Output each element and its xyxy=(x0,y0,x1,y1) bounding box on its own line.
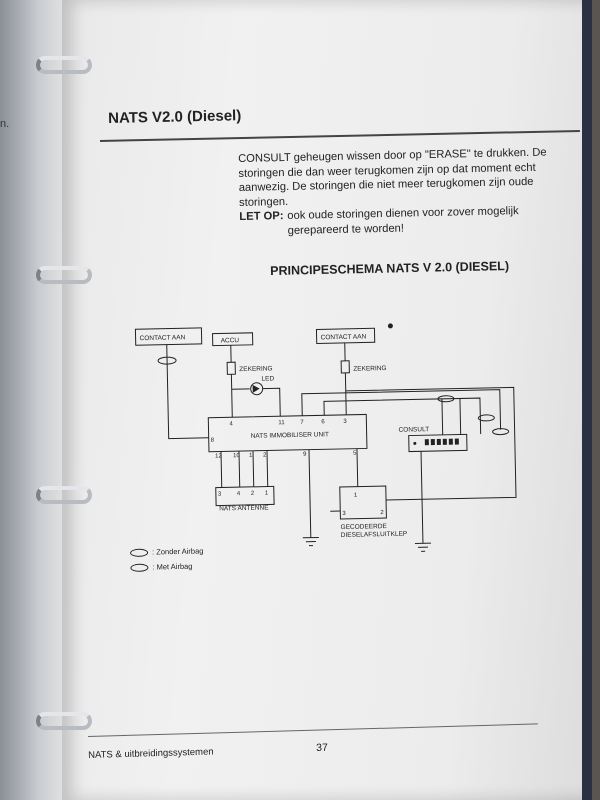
binder-ring-2 xyxy=(36,266,92,284)
label-zekering-left: ZEKERING xyxy=(239,365,272,373)
label-gecodeerde-2: DIESELAFSLUITKLEP xyxy=(341,531,408,539)
valve-pin-2: 2 xyxy=(380,510,384,516)
binder-ring-1 xyxy=(36,56,92,74)
antenne-pin-4: 4 xyxy=(237,491,241,497)
binder-ring-3 xyxy=(36,486,92,504)
cover-edge xyxy=(582,0,592,800)
binder-ring-4 xyxy=(36,712,92,730)
valve-pin-1: 1 xyxy=(354,493,358,499)
page-title: NATS V2.0 (Diesel) xyxy=(108,107,242,127)
legend-met-airbag: : Met Airbag xyxy=(130,561,203,572)
label-nats-unit: NATS IMMOBILISER UNIT xyxy=(251,431,329,440)
letop-label: LET OP: xyxy=(239,210,284,223)
pin-1: 1 xyxy=(249,453,253,459)
fuse-right xyxy=(340,360,350,374)
airbag-connector-4 xyxy=(492,428,510,436)
body-paragraph: CONSULT geheugen wissen door op "ERASE" … xyxy=(238,146,547,209)
binder-spine: n. xyxy=(0,0,70,800)
pin-2: 2 xyxy=(263,453,267,459)
nats-antenne-box xyxy=(215,485,275,507)
label-consult: CONSULT xyxy=(399,426,430,434)
pin-6: 6 xyxy=(321,419,325,425)
label-gecodeerde-1: GECODEERDE xyxy=(341,523,388,531)
pin-11: 11 xyxy=(278,420,285,426)
legend-zonder-airbag: : Zonder Airbag xyxy=(130,546,203,557)
pin-5: 5 xyxy=(353,451,357,457)
label-accu: ACCU xyxy=(221,337,240,344)
fuse-left xyxy=(226,361,236,375)
oval-icon xyxy=(130,548,149,557)
diesel-valve-box xyxy=(339,485,387,520)
pin-9: 9 xyxy=(303,452,307,458)
letop-text: ook oude storingen dienen voor zover mog… xyxy=(287,205,519,237)
legend-met-text: : Met Airbag xyxy=(152,561,193,572)
body-text: CONSULT geheugen wissen door op "ERASE" … xyxy=(238,145,570,239)
contact-aan-right-box xyxy=(315,327,376,344)
page-number: 37 xyxy=(316,741,329,754)
label-contact-aan-left: CONTACT AAN xyxy=(140,334,186,342)
diagram-legend: : Zonder Airbag : Met Airbag xyxy=(130,546,204,578)
airbag-connector-3 xyxy=(477,414,495,422)
airbag-connector-2 xyxy=(437,395,455,403)
pin-8: 8 xyxy=(211,438,215,444)
pin-3: 3 xyxy=(343,419,347,425)
label-led: LED xyxy=(261,375,274,382)
legend-zonder-text: : Zonder Airbag xyxy=(151,546,204,557)
label-zekering-right: ZEKERING xyxy=(353,365,386,373)
antenne-pin-2: 2 xyxy=(251,491,255,497)
binder-edge-text: n. xyxy=(0,118,10,130)
nats-unit-box xyxy=(207,413,368,453)
pin-10: 10 xyxy=(233,453,240,459)
accu-box xyxy=(212,332,254,347)
wire-contact-aan-pin8 xyxy=(166,344,209,440)
pin-4: 4 xyxy=(229,421,233,427)
label-contact-aan-right: CONTACT AAN xyxy=(321,333,367,341)
pin-7: 7 xyxy=(300,420,304,426)
valve-pin-3: 3 xyxy=(342,511,346,517)
label-nats-antenne: NATS ANTENNE xyxy=(219,505,269,513)
contact-aan-left-box xyxy=(134,327,203,346)
oval-icon xyxy=(130,563,149,572)
antenne-pin-3: 3 xyxy=(218,491,222,497)
consult-connector xyxy=(408,433,468,453)
antenne-pin-1: 1 xyxy=(265,491,269,497)
pin-12: 12 xyxy=(215,453,222,459)
wiring-diagram: CONTACT AAN ACCU CONTACT AAN ZEKERING LE… xyxy=(134,323,517,552)
